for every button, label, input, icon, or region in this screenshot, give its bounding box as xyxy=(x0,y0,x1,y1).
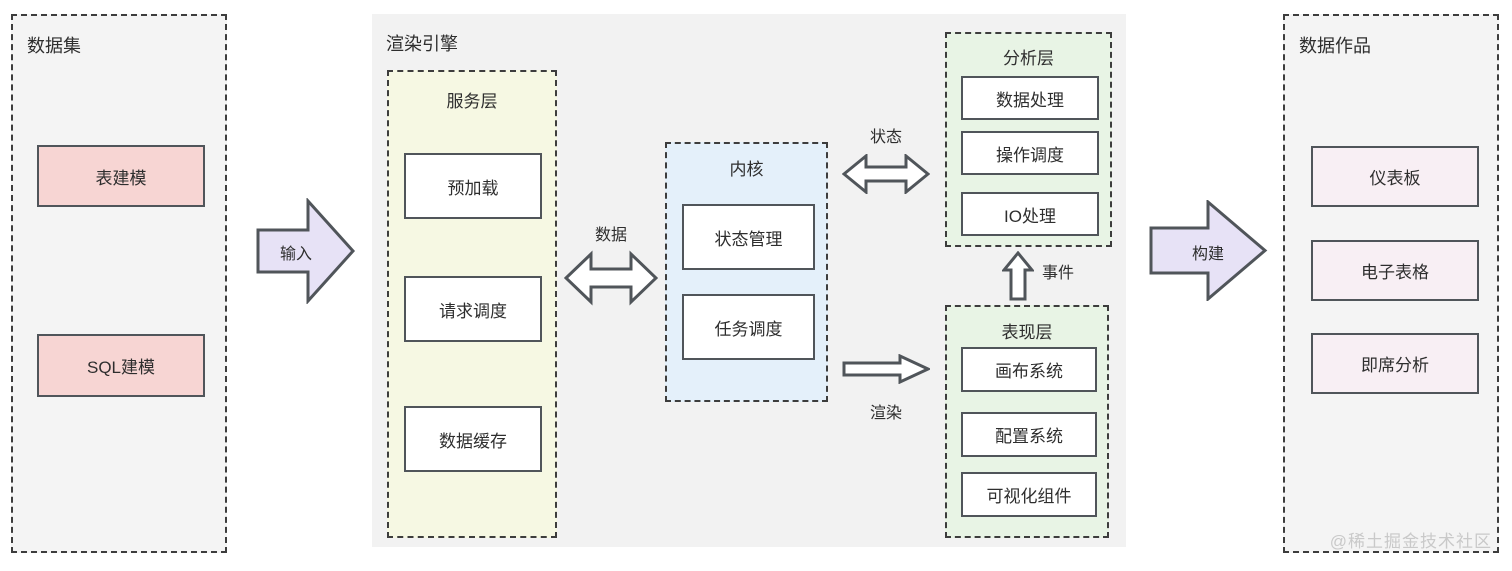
node-data-processing-label: 数据处理 xyxy=(996,90,1064,110)
node-state-management-label: 状态管理 xyxy=(714,229,783,249)
node-request-scheduling-label: 请求调度 xyxy=(439,301,507,321)
node-sql-modeling-label: SQL建模 xyxy=(86,358,156,377)
node-config-system-label: 配置系统 xyxy=(995,427,1063,446)
kernel-title: 内核 xyxy=(729,160,764,179)
analysis-layer: 分析层 数据处理 操作调度 IO处理 xyxy=(945,32,1112,247)
node-operation-scheduling-label: 操作调度 xyxy=(996,145,1064,165)
node-preload-label: 预加载 xyxy=(447,178,499,198)
node-io-processing: IO处理 xyxy=(961,192,1099,236)
node-spreadsheet-label: 电子表格 xyxy=(1361,263,1429,282)
node-task-scheduling-label: 任务调度 xyxy=(714,319,783,339)
node-adhoc-analysis-label: 即席分析 xyxy=(1361,356,1429,375)
build-arrow-label: 构建 xyxy=(1191,246,1224,263)
node-dashboard: 仪表板 xyxy=(1311,146,1479,207)
node-state-management: 状态管理 xyxy=(682,204,815,270)
node-canvas-system: 画布系统 xyxy=(961,347,1097,392)
node-task-scheduling: 任务调度 xyxy=(682,294,815,360)
build-arrow-icon xyxy=(1149,200,1268,301)
dataset-panel: 数据集 表建模 SQL建模 xyxy=(11,14,227,553)
node-data-processing: 数据处理 xyxy=(961,76,1099,120)
render-arrow-icon xyxy=(842,354,930,384)
node-operation-scheduling: 操作调度 xyxy=(961,131,1099,175)
node-visualization-components-label: 可视化组件 xyxy=(986,487,1072,506)
node-dashboard-label: 仪表板 xyxy=(1369,169,1421,188)
node-preload: 预加载 xyxy=(404,153,542,219)
event-arrow-label: 事件 xyxy=(1042,265,1075,282)
service-layer: 服务层 预加载 请求调度 数据缓存 xyxy=(387,70,557,538)
node-spreadsheet: 电子表格 xyxy=(1311,240,1479,301)
node-data-cache-label: 数据缓存 xyxy=(439,431,507,451)
works-panel: 数据作品 仪表板 电子表格 即席分析 xyxy=(1283,14,1499,553)
render-arrow-label: 渲染 xyxy=(869,405,902,422)
data-double-arrow-icon xyxy=(564,250,658,306)
node-adhoc-analysis: 即席分析 xyxy=(1311,333,1479,394)
status-arrow-label: 状态 xyxy=(869,129,902,146)
dataset-panel-title: 数据集 xyxy=(27,36,81,56)
node-sql-modeling: SQL建模 xyxy=(37,334,205,397)
node-data-cache: 数据缓存 xyxy=(404,406,542,472)
status-double-arrow-icon xyxy=(842,154,930,194)
node-table-modeling-label: 表建模 xyxy=(95,168,147,188)
service-layer-title: 服务层 xyxy=(446,92,498,111)
event-up-arrow-icon xyxy=(1002,251,1034,301)
kernel-layer: 内核 状态管理 任务调度 xyxy=(665,142,828,402)
works-panel-title: 数据作品 xyxy=(1299,36,1371,56)
node-request-scheduling: 请求调度 xyxy=(404,276,542,342)
node-canvas-system-label: 画布系统 xyxy=(995,362,1063,381)
data-arrow-label: 数据 xyxy=(594,227,627,244)
watermark-text: @稀土掘金技术社区 xyxy=(1329,532,1492,551)
engine-panel-title: 渲染引擎 xyxy=(386,34,458,54)
presentation-layer: 表现层 画布系统 配置系统 可视化组件 xyxy=(945,305,1109,538)
input-arrow-label: 输入 xyxy=(279,246,312,263)
node-io-processing-label: IO处理 xyxy=(1004,206,1056,226)
node-visualization-components: 可视化组件 xyxy=(961,472,1097,517)
input-arrow-icon xyxy=(256,198,356,304)
analysis-layer-title: 分析层 xyxy=(1003,49,1054,68)
node-table-modeling: 表建模 xyxy=(37,145,205,207)
presentation-layer-title: 表现层 xyxy=(1001,323,1053,342)
node-config-system: 配置系统 xyxy=(961,412,1097,457)
